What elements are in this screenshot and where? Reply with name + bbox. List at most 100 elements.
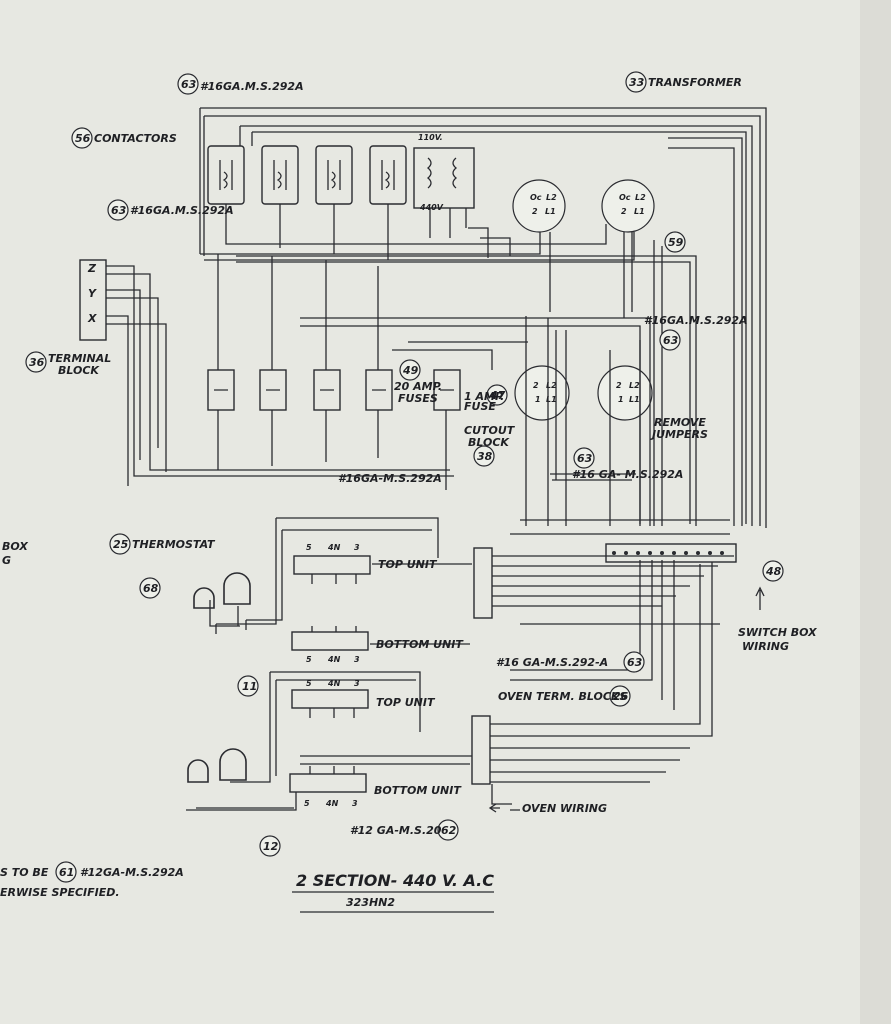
terminal-strip (605, 543, 737, 563)
bottom-unit-label-1: BOTTOM UNIT (376, 638, 464, 651)
callout-33: 33 (629, 76, 645, 89)
svg-text:Oc: Oc (530, 193, 542, 202)
callout-59: 59 (668, 236, 684, 249)
terminal-block (79, 259, 107, 341)
thermostat-1 (193, 572, 251, 609)
callout-63-top: 63 (181, 78, 197, 91)
xyz-label-y: Y (88, 287, 97, 300)
unit-term-4n-d: 4N (325, 799, 339, 808)
note-line-1b: #12GA-M.S.292A (80, 866, 184, 879)
edge-g-label: G (2, 554, 11, 567)
note-line-2: ERWISE SPECIFIED. (0, 886, 120, 899)
v110-label: 110V. (418, 133, 443, 142)
switch-circle-3 (514, 365, 570, 421)
callout-11: 11 (242, 680, 257, 693)
callout-47: 47 (489, 389, 506, 402)
gauge-label-left: #16GA.M.S.292A (130, 204, 234, 217)
unit-boxes (289, 547, 493, 793)
switch-circle-1 (512, 179, 566, 233)
unit-term-4n-b: 4N (327, 655, 341, 664)
callout-63-left: 63 (111, 204, 127, 217)
unit-term-5-c: 5 (306, 679, 312, 688)
callout-25: 25 (113, 538, 129, 551)
callout-36: 36 (29, 356, 45, 369)
gauge-label-oven: #16 GA-M.S.292-A (496, 656, 608, 669)
gauge-label-top: #16GA.M.S.292A (200, 80, 304, 93)
svg-text:2: 2 (533, 381, 539, 390)
unit-term-5-b: 5 (306, 655, 312, 664)
callout-12: 12 (263, 840, 279, 853)
callout-68: 68 (143, 582, 159, 595)
remove-jumpers-label-1: REMOVE (654, 416, 706, 429)
callout-circles (25, 71, 784, 883)
cutout-label-1: CUTOUT (464, 424, 516, 437)
unit-term-4n-a: 4N (327, 543, 341, 552)
oven-term-block (471, 715, 491, 785)
remove-jumpers-label-2: JUMPERS (650, 428, 708, 441)
transformer (413, 147, 475, 238)
note-line-1: S TO BE (0, 866, 49, 879)
one-amp-label-1: 1 AMP. (464, 390, 504, 403)
unit-term-5-d: 5 (304, 799, 310, 808)
svg-text:L1: L1 (546, 395, 557, 404)
unit-term-4n-c: 4N (327, 679, 341, 688)
bottom-unit-label-2: BOTTOM UNIT (374, 784, 462, 797)
switch-box-label-1: SWITCH BOX (738, 626, 817, 639)
svg-text:Oc: Oc (619, 193, 631, 202)
unit-term-3-b: 3 (354, 655, 360, 664)
svg-text:2: 2 (532, 207, 538, 216)
svg-text:L2: L2 (635, 193, 646, 202)
switch-circle-4 (597, 365, 653, 421)
callout-61: 61 (59, 866, 74, 879)
terminal-block-label-2: BLOCK (58, 364, 100, 377)
svg-text:L1: L1 (545, 207, 556, 216)
thermostat-label: THERMOSTAT (132, 538, 216, 551)
callout-63-oven: 63 (627, 656, 643, 669)
unit-term-3-d: 3 (352, 799, 358, 808)
fuses-label-2: FUSES (398, 392, 438, 405)
callout-62: 62 (441, 824, 457, 837)
unit-term-3-c: 3 (354, 679, 360, 688)
fuses-label-1: 20 AMP. (394, 380, 442, 393)
oven-wiring-label: OVEN WIRING (522, 802, 607, 815)
terminal-block-label-1: TERMINAL (48, 352, 111, 365)
transformer-label: TRANSFORMER (648, 76, 742, 89)
callout-38: 38 (477, 450, 493, 463)
wiring-upper (106, 107, 767, 528)
diagram-part-number: 323HN2 (346, 896, 395, 909)
top-unit-label-2: TOP UNIT (376, 696, 436, 709)
contactors-label: CONTACTORS (94, 132, 177, 145)
callout-49: 49 (402, 364, 419, 377)
one-amp-label-2: FUSE (464, 400, 496, 413)
fuse-blocks (207, 369, 461, 411)
svg-text:L1: L1 (629, 395, 640, 404)
gauge-label-bottom: #12 GA-M.S.20 (350, 824, 442, 837)
gauge-label-fuse: #16GA-M.S.292A (338, 472, 442, 485)
cutout-label-2: BLOCK (468, 436, 510, 449)
xyz-label-x: X (87, 312, 97, 325)
edge-box-label: BOX (2, 540, 28, 553)
svg-text:L1: L1 (634, 207, 645, 216)
callout-63-right: 63 (663, 334, 679, 347)
top-unit-label-1: TOP UNIT (378, 558, 438, 571)
oven-term-label: OVEN TERM. BLOCKS (498, 690, 627, 703)
svg-text:L2: L2 (546, 381, 557, 390)
gauge-label-mid: #16 GA- M.S.292A (572, 468, 683, 481)
svg-text:1: 1 (535, 395, 541, 404)
diagram-title: 2 SECTION- 440 V. A.C (296, 871, 494, 890)
unit-term-5-a: 5 (306, 543, 312, 552)
callout-48: 48 (765, 565, 782, 578)
switch-box-label-2: WIRING (742, 640, 789, 653)
callout-63-mid: 63 (577, 452, 593, 465)
svg-text:2: 2 (616, 381, 622, 390)
v440-label: 440V (419, 203, 444, 212)
cutout-block-box (433, 369, 461, 411)
upper-term-block (473, 547, 493, 619)
switch-circle-2 (601, 179, 655, 233)
callout-26: 26 (613, 690, 629, 703)
callout-56: 56 (75, 132, 91, 145)
thermostat-2 (187, 748, 247, 783)
svg-text:2: 2 (621, 207, 627, 216)
svg-text:L2: L2 (546, 193, 557, 202)
